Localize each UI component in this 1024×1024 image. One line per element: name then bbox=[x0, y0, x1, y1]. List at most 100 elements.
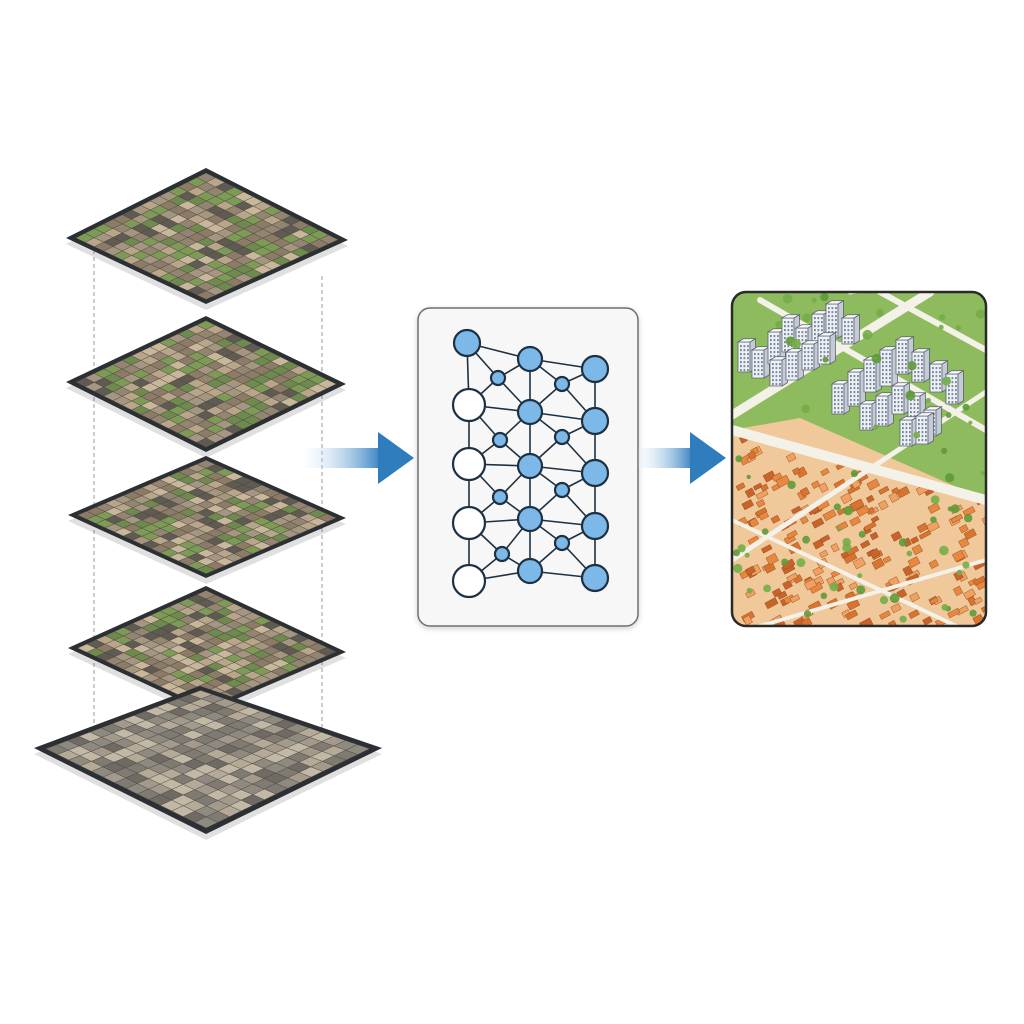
house bbox=[843, 552, 858, 564]
building-window bbox=[798, 335, 800, 338]
building-window bbox=[775, 371, 778, 374]
house bbox=[869, 531, 879, 541]
building-window bbox=[925, 423, 927, 426]
building-window bbox=[873, 383, 875, 386]
right-arrow-icon bbox=[638, 432, 726, 484]
building-window bbox=[914, 359, 916, 362]
building-window bbox=[898, 359, 900, 362]
building-window bbox=[804, 355, 806, 358]
building-window bbox=[770, 351, 772, 354]
building-window bbox=[925, 427, 927, 430]
building-window bbox=[770, 355, 772, 358]
building-window bbox=[827, 343, 829, 346]
house bbox=[811, 480, 821, 489]
building-window bbox=[851, 321, 853, 324]
building-window bbox=[857, 387, 859, 390]
house bbox=[791, 505, 802, 515]
building-window bbox=[865, 419, 868, 422]
building-window bbox=[743, 353, 746, 356]
house bbox=[958, 537, 970, 549]
building-roof bbox=[890, 382, 911, 387]
building-window bbox=[831, 319, 834, 322]
building-window bbox=[805, 335, 807, 338]
house bbox=[849, 516, 861, 527]
building-window bbox=[791, 375, 794, 378]
building-window bbox=[885, 381, 888, 384]
network-node bbox=[516, 345, 544, 373]
building-window bbox=[850, 403, 852, 406]
building-window bbox=[775, 367, 778, 370]
house bbox=[950, 513, 964, 524]
road bbox=[877, 292, 986, 353]
tree bbox=[905, 390, 916, 401]
network-node bbox=[580, 354, 610, 384]
building-window bbox=[921, 423, 924, 426]
highrise-building bbox=[874, 392, 895, 427]
building-window bbox=[918, 419, 920, 422]
tree bbox=[964, 513, 973, 523]
layer-tile bbox=[317, 379, 337, 389]
building-window bbox=[788, 375, 790, 378]
building-window bbox=[955, 381, 957, 384]
tree bbox=[775, 320, 783, 329]
layer-tile bbox=[345, 744, 371, 755]
building-window bbox=[898, 363, 900, 366]
building-window bbox=[811, 359, 813, 362]
house bbox=[747, 450, 757, 460]
building-side bbox=[829, 332, 836, 365]
building-window bbox=[873, 379, 875, 382]
building-window bbox=[939, 379, 941, 382]
building-window bbox=[905, 443, 908, 446]
building-window bbox=[770, 347, 772, 350]
building-window bbox=[851, 325, 853, 328]
house bbox=[973, 596, 983, 605]
building-window bbox=[909, 423, 911, 426]
building-window bbox=[795, 371, 797, 374]
building-window bbox=[901, 343, 904, 346]
building-window bbox=[910, 407, 912, 410]
building-window bbox=[804, 359, 806, 362]
house bbox=[846, 598, 861, 611]
building-window bbox=[869, 387, 872, 390]
house bbox=[852, 556, 866, 570]
building-window bbox=[831, 315, 834, 318]
building-window bbox=[772, 367, 774, 370]
building-window bbox=[772, 379, 774, 382]
tree bbox=[942, 376, 951, 386]
building-window bbox=[885, 403, 887, 406]
building-window bbox=[837, 391, 840, 394]
house bbox=[963, 588, 976, 600]
building-window bbox=[901, 347, 904, 350]
house bbox=[878, 485, 890, 495]
building-window bbox=[740, 369, 742, 372]
building-window bbox=[866, 387, 868, 390]
tree bbox=[862, 329, 873, 340]
tree bbox=[950, 504, 960, 514]
building-window bbox=[869, 423, 871, 426]
house bbox=[907, 556, 921, 569]
building-window bbox=[955, 393, 957, 396]
tree bbox=[955, 325, 962, 331]
building-window bbox=[827, 339, 829, 342]
network-node bbox=[451, 505, 487, 541]
building-window bbox=[801, 331, 804, 334]
building-window bbox=[817, 317, 820, 320]
map-layer-1 bbox=[66, 168, 348, 310]
highrise-building bbox=[878, 346, 899, 387]
building-window bbox=[894, 393, 896, 396]
building-window bbox=[820, 359, 822, 362]
house bbox=[927, 502, 941, 514]
building-window bbox=[905, 423, 908, 426]
building-window bbox=[897, 389, 900, 392]
layer-tile bbox=[317, 647, 337, 657]
building-window bbox=[955, 389, 957, 392]
house bbox=[952, 585, 964, 597]
building-window bbox=[935, 371, 938, 374]
building-window bbox=[798, 347, 800, 350]
building-window bbox=[901, 409, 903, 412]
tree bbox=[829, 582, 839, 592]
house bbox=[890, 603, 902, 614]
building-window bbox=[882, 361, 884, 364]
building-window bbox=[933, 425, 935, 428]
building-window bbox=[823, 339, 826, 342]
